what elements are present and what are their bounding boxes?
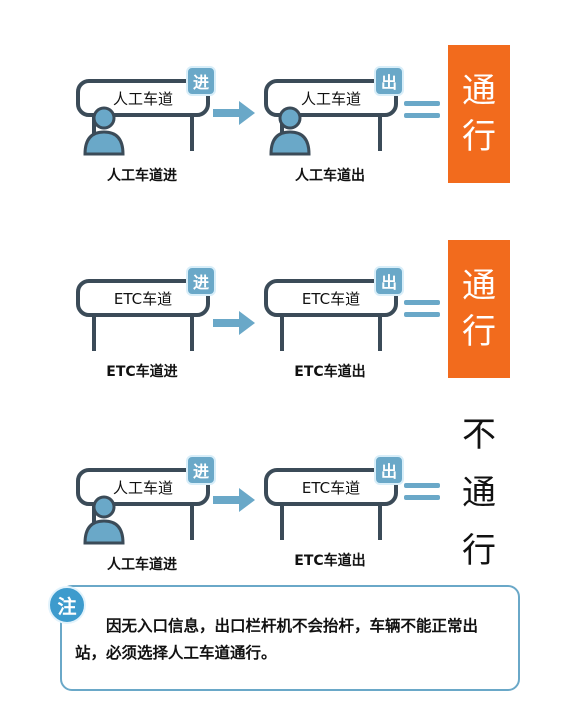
- person-icon-svg: [83, 106, 125, 156]
- entry-sign-row2: ETC车道 进: [76, 266, 224, 351]
- entry-sign-row3: 人工车道 进: [76, 455, 224, 540]
- equals-icon: [404, 480, 440, 504]
- entry-label-row3: 人工车道进: [107, 557, 177, 573]
- result-char: 通: [462, 473, 496, 513]
- exit-label-row2: ETC车道出: [294, 364, 366, 380]
- sign-leg: [190, 313, 194, 351]
- note-box: [60, 585, 520, 691]
- sign-leg: [378, 313, 382, 351]
- result-char: 行: [462, 531, 496, 571]
- sign-text: ETC车道: [301, 478, 361, 497]
- sign-leg: [92, 313, 96, 351]
- arrow-right-icon: [213, 311, 255, 335]
- arrow-right-icon: [213, 488, 255, 512]
- equals-icon: [404, 297, 440, 321]
- exit-sign-row3: ETC车道 出: [264, 455, 412, 540]
- sign-leg: [190, 113, 194, 151]
- exit-badge: 出: [374, 455, 404, 485]
- note-text: 因无入口信息，出口栏杆机不会抬杆，车辆不能正常出站，必须选择人工车道通行。: [75, 617, 479, 662]
- entry-badge: 进: [186, 66, 216, 96]
- result-char: 行: [462, 117, 496, 157]
- exit-label-row3: ETC车道出: [294, 553, 366, 569]
- person-icon-svg: [269, 106, 311, 156]
- result-char: 通: [462, 71, 496, 111]
- sign-leg: [92, 502, 96, 540]
- person-icon: [82, 104, 126, 156]
- result-pass-row2: 通 行: [448, 240, 510, 378]
- entry-badge: 进: [186, 266, 216, 296]
- sign-leg: [280, 313, 284, 351]
- entry-sign-row1: 人工车道 进: [76, 66, 224, 151]
- result-char: 不: [462, 415, 496, 455]
- entry-label-row1: 人工车道进: [107, 168, 177, 184]
- exit-sign-row2: ETC车道 出: [264, 266, 412, 351]
- equals-icon: [404, 98, 440, 122]
- sign-leg: [92, 113, 96, 151]
- person-icon-svg: [83, 495, 125, 545]
- exit-badge: 出: [374, 66, 404, 96]
- exit-label-row1: 人工车道出: [295, 168, 365, 184]
- result-char: 通: [462, 266, 496, 306]
- sign-text: 人工车道: [300, 89, 361, 108]
- person-icon: [82, 493, 126, 545]
- result-pass-row1: 通 行: [448, 45, 510, 183]
- sign-text: 人工车道: [112, 89, 173, 108]
- entry-label-row2: ETC车道进: [106, 364, 178, 380]
- exit-badge: 出: [374, 266, 404, 296]
- entry-badge: 进: [186, 455, 216, 485]
- note-badge: 注: [48, 586, 86, 624]
- sign-text: ETC车道: [113, 289, 173, 308]
- sign-text: ETC车道: [301, 289, 361, 308]
- result-no-pass-row3: 不 通 行: [448, 418, 510, 568]
- arrow-right-icon: [213, 101, 255, 125]
- person-icon: [268, 104, 312, 156]
- sign-text: 人工车道: [112, 478, 173, 497]
- sign-leg: [378, 502, 382, 540]
- sign-leg: [190, 502, 194, 540]
- sign-leg: [280, 502, 284, 540]
- sign-leg: [378, 113, 382, 151]
- result-char: 行: [462, 312, 496, 352]
